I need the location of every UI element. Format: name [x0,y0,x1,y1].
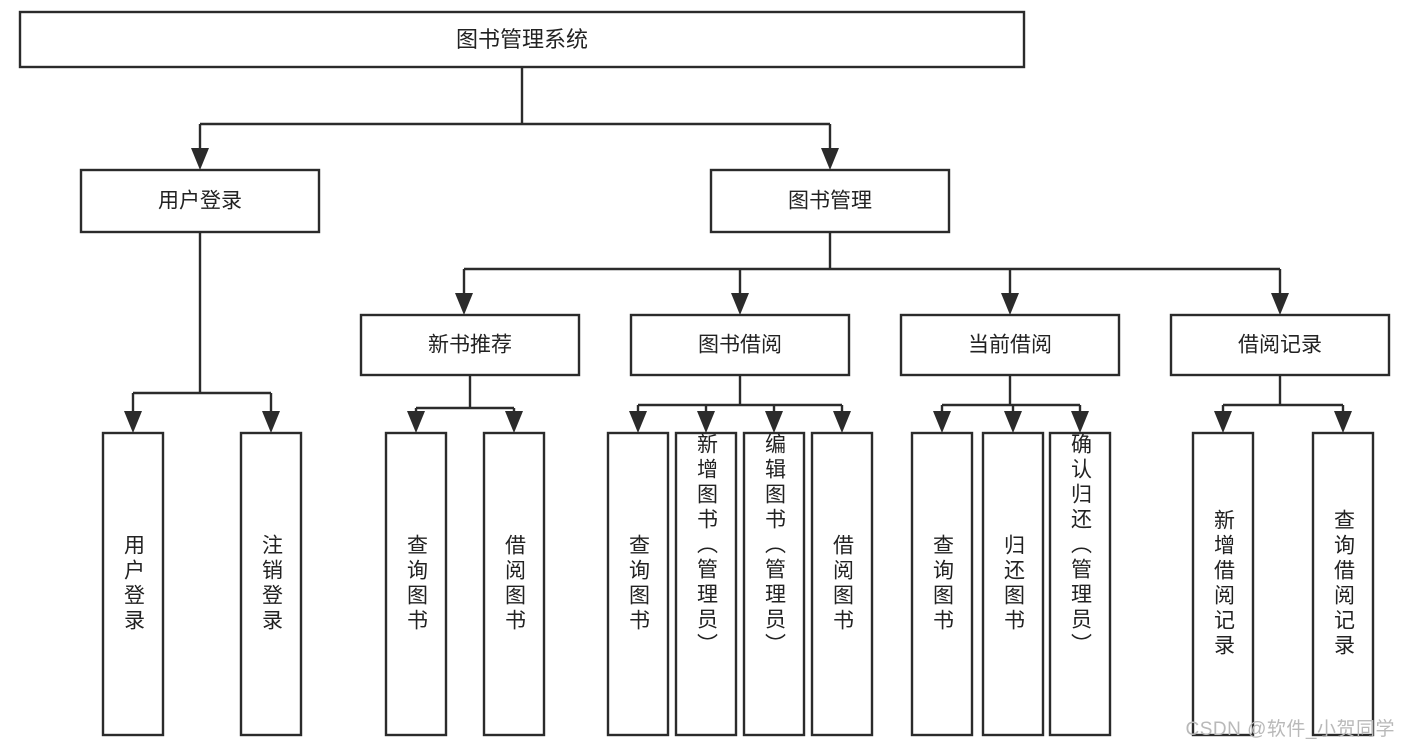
node-new-book-recommend-box[interactable] [359,313,581,377]
node-user-login[interactable]: 用户登录 [79,168,321,234]
node-book-borrow[interactable]: 图书借阅 [629,313,851,377]
leaf-box-user-logout[interactable] [239,431,303,737]
leaf-box-add-record[interactable] [1191,431,1255,737]
arrowhead-bm-to-current-borrow [1001,293,1019,315]
leaf-box-query-book-2[interactable] [606,431,670,737]
node-new-book-recommend[interactable]: 新书推荐 [359,313,581,377]
arrowhead-new-book-to-leaf2 [505,411,523,433]
leaf-box-query-book-1[interactable] [384,431,448,737]
watermark-text: CSDN @软件_小贺同学 [1185,719,1395,740]
connector-group-book-borrow [629,375,851,433]
arrowhead-user-login-to-leaf1 [124,411,142,433]
leaf-box-return-book[interactable] [981,431,1045,737]
arrowhead-current-borrow-to-leaf3 [1071,411,1089,433]
leaf-box-user-login[interactable] [101,431,165,737]
node-root-box[interactable] [18,10,1026,69]
node-borrow-records[interactable]: 借阅记录 [1169,313,1391,377]
arrowhead-current-borrow-to-leaf1 [933,411,951,433]
arrowhead-user-login-to-leaf2 [262,411,280,433]
leaf-box-edit-book[interactable] [742,431,806,737]
node-user-login-box[interactable] [79,168,321,234]
arrowhead-borrow-records-to-leaf1 [1214,411,1232,433]
node-new-book-recommend-label: 新书推荐 [428,334,512,357]
leaf-box-add-book[interactable] [674,431,738,737]
arrowhead-new-book-to-leaf1 [407,411,425,433]
arrowhead-root-to-book-management [821,148,839,170]
arrowhead-bm-to-book-borrow [731,293,749,315]
arrowhead-bm-to-borrow-records [1271,293,1289,315]
arrowhead-bm-to-new-book [455,293,473,315]
node-book-management-box[interactable] [709,168,951,234]
leaf-box-query-book-3[interactable] [910,431,974,737]
arrowhead-book-borrow-to-leaf1 [629,411,647,433]
connector-group-root [191,67,839,170]
leaf-box-borrow-book-1[interactable] [482,431,546,737]
node-book-management[interactable]: 图书管理 [709,168,951,234]
connector-group-book-management [455,232,1289,315]
leaf-box-borrow-book-2[interactable] [810,431,874,737]
node-root[interactable]: 图书管理系统 [18,10,1026,69]
node-book-borrow-label: 图书借阅 [698,334,782,357]
node-book-borrow-box[interactable] [629,313,851,377]
node-current-borrow[interactable]: 当前借阅 [899,313,1121,377]
connector-group-user-login [124,232,280,433]
node-current-borrow-box[interactable] [899,313,1121,377]
node-current-borrow-label: 当前借阅 [968,334,1052,357]
node-borrow-records-label: 借阅记录 [1238,334,1322,357]
connector-group-borrow-records [1214,375,1352,433]
leaf-box-confirm-return[interactable] [1048,431,1112,737]
node-borrow-records-box[interactable] [1169,313,1391,377]
arrowhead-root-to-user-login [191,148,209,170]
arrowhead-book-borrow-to-leaf3 [765,411,783,433]
arrowhead-book-borrow-to-leaf2 [697,411,715,433]
arrowhead-book-borrow-to-leaf4 [833,411,851,433]
node-root-label: 图书管理系统 [456,27,588,52]
node-book-management-label: 图书管理 [788,190,872,213]
connector-group-current-borrow [933,375,1089,433]
connector-group-new-book-recommend [407,375,523,433]
arrowhead-current-borrow-to-leaf2 [1004,411,1022,433]
node-user-login-label: 用户登录 [158,190,242,213]
arrowhead-borrow-records-to-leaf2 [1334,411,1352,433]
leaf-box-query-record[interactable] [1311,431,1375,737]
